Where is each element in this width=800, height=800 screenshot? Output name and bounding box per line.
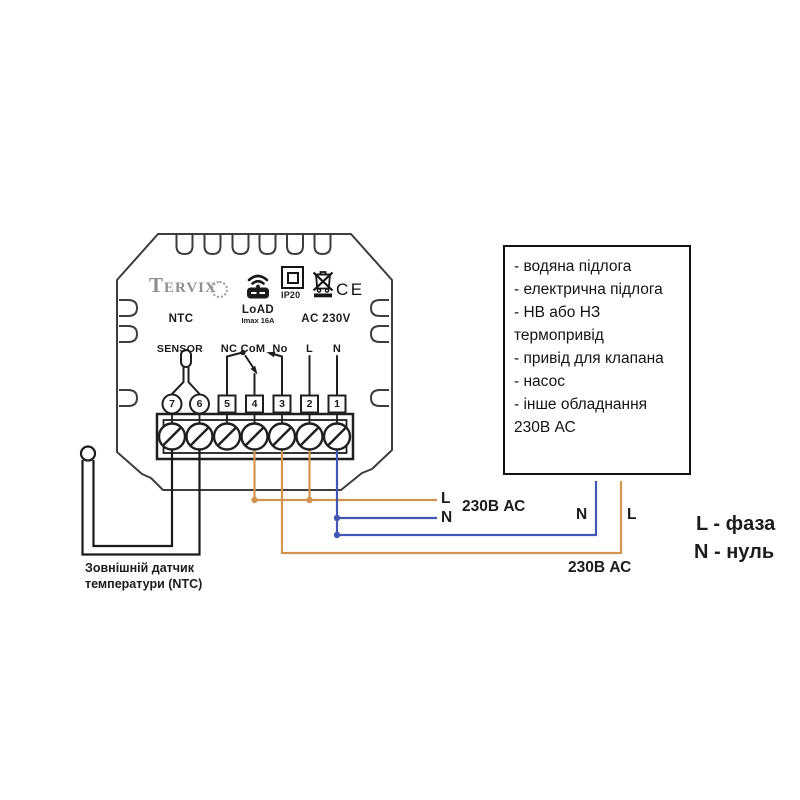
section-label-ntc: NTC [168,313,194,325]
load-type-line: - НВ або НЗ [514,304,601,321]
terminal-number-1: 1 [334,398,340,410]
load-type-line: термопривід [514,327,604,344]
sensor-caption-line1: Зовнішній датчик [85,561,194,575]
terminal-number-5: 5 [224,398,230,410]
terminal-number-7: 7 [169,398,175,410]
section-label-imax: Imax 16A [241,316,275,325]
neutral-wires [333,437,598,539]
label-no: No [272,343,288,355]
label-com: CoM [240,343,266,355]
section-label-load: LoAD [241,304,275,316]
legend-phase: L - фаза [696,513,776,535]
label-n: N [332,343,342,355]
brand-logo: Tervix [149,273,217,297]
ce-mark: CE [336,280,365,299]
load-type-line: - водяна підлога [514,258,632,275]
supply-l-label: L [441,490,451,507]
ip20-icon [281,266,304,289]
load-type-line: - насос [514,373,565,390]
load-types-box: - водяна підлога - електрична підлога - … [503,245,691,475]
wifi-icon [247,274,269,299]
ip20-label: IP20 [281,290,301,300]
sensor-wires [79,437,201,556]
supply-voltage-label: 230В АС [462,498,526,515]
load-n-label: N [576,506,588,523]
weee-bin-icon [312,271,334,298]
load-type-line: - інше обладнання [514,396,648,413]
ip20-inner-square [286,271,299,284]
load-type-line: - привід для клапана [514,350,664,367]
terminal-number-6: 6 [196,398,203,410]
tervix-ring-icon [211,281,228,298]
legend-neutral: N - нуль [694,541,775,563]
label-sensor: SENSOR [156,343,204,355]
supply-n-label: N [441,509,453,526]
load-l-label: L [627,506,637,523]
top-mounting-tabs [175,234,332,256]
terminal-markers [161,393,347,424]
terminal-number-4: 4 [251,398,258,410]
side-mounting-tabs [119,299,389,407]
terminal-number-2: 2 [306,398,313,410]
load-voltage-label: 230В АС [568,559,632,576]
load-type-line: - електрична підлога [514,281,663,298]
sensor-caption-line2: температури (NTC) [85,577,203,591]
label-l: L [305,343,314,355]
relay-symbol [226,349,338,396]
load-type-line: 230В АС [514,419,576,436]
terminal-number-3: 3 [279,398,285,410]
screw-terminals [157,422,352,451]
section-label-ac230v: AC 230V [301,313,351,325]
label-nc: NC [220,343,238,355]
ntc-sensor-symbol [171,349,201,395]
